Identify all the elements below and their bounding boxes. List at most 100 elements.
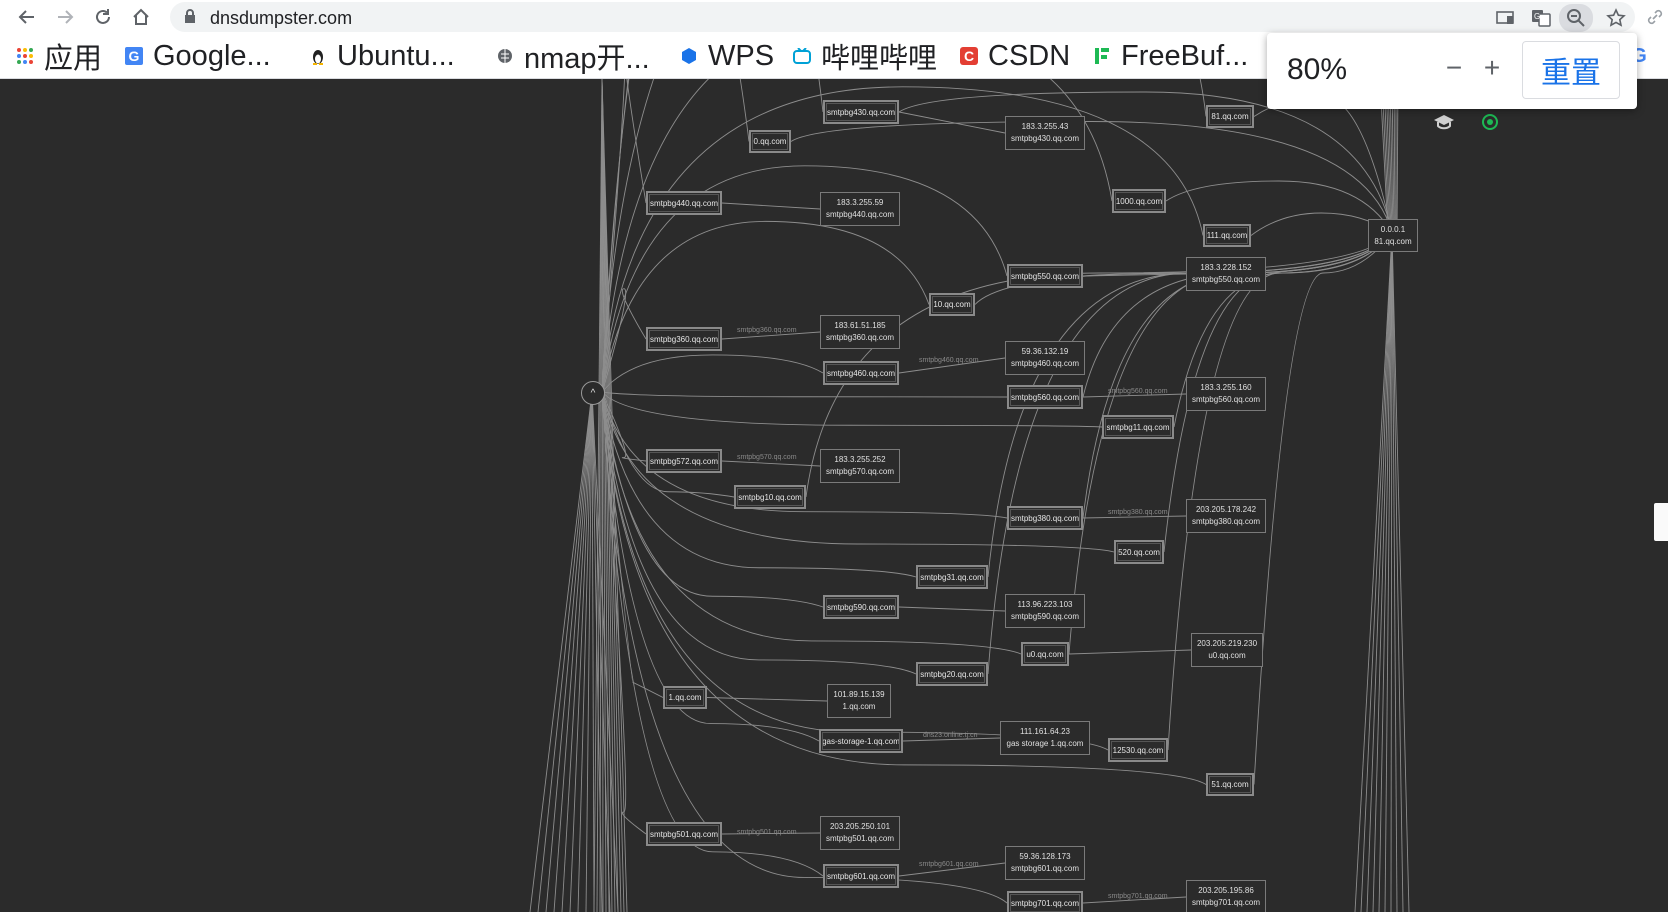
graph-root-node[interactable]: ^ (581, 381, 605, 405)
url-text[interactable]: dnsdumpster.com (210, 8, 353, 28)
bookmark-freebuf[interactable]: FreeBuf... (1093, 38, 1248, 74)
forward-arrow-icon[interactable] (52, 4, 78, 30)
ip-address: 183.3.255.252 (834, 455, 886, 464)
wps-icon (680, 47, 698, 65)
graph-host-node[interactable]: smtpbg550.qq.com (1007, 264, 1083, 288)
graph-host-node[interactable]: smtpbg31.qq.com (916, 565, 988, 589)
graph-host-node[interactable]: 1000.qq.com (1112, 189, 1166, 213)
zoom-level: 80% (1287, 53, 1348, 86)
graph-host-node[interactable]: 111.qq.com (1203, 224, 1251, 247)
graph-edge (1068, 232, 1393, 655)
graph-host-node[interactable]: smtpbg460.qq.com (823, 361, 899, 385)
graph-edge (1082, 393, 1187, 398)
graph-edge (601, 354, 824, 393)
address-bar[interactable]: dnsdumpster.com G (170, 2, 1635, 32)
bookmark-label: Google... (153, 39, 271, 72)
graph-host-node[interactable]: 10.qq.com (929, 293, 975, 316)
graph-host-node[interactable]: smtpbg430.qq.com (823, 100, 899, 124)
graph-edge (529, 391, 593, 912)
back-arrow-icon[interactable] (14, 4, 40, 30)
graph-host-node[interactable]: gas-storage-1.qq.com (819, 729, 903, 753)
edge-label: smtpbg380.qq.com (1108, 509, 1168, 516)
zoom-out-icon[interactable] (1559, 4, 1593, 32)
graph-host-node[interactable]: smtpbg20.qq.com (916, 662, 988, 686)
bilibili-tv-icon (793, 47, 811, 65)
graph-edge (1068, 649, 1192, 655)
bookmark-nmap[interactable]: nmap开... (496, 38, 650, 75)
bookmark-apps[interactable]: 应用 (16, 38, 102, 75)
graph-host-node[interactable]: smtpbg380.qq.com (1007, 506, 1083, 530)
graph-host-node[interactable]: 12530.qq.com (1108, 738, 1168, 762)
graph-edge (1253, 232, 1393, 785)
bookmark-ubuntu[interactable]: Ubuntu... (309, 38, 455, 74)
graph-host-node[interactable]: 1.qq.com (663, 686, 707, 709)
graph-host-node[interactable]: u0.qq.com (1021, 642, 1069, 666)
lock-icon[interactable] (184, 9, 196, 29)
home-icon[interactable] (128, 4, 154, 30)
graph-host-node[interactable]: 81.qq.com (1206, 105, 1254, 128)
graph-edge (790, 121, 1393, 234)
edge-label: smtpbg701.qq.com (1108, 893, 1168, 900)
graph-host-node[interactable]: smtpbg601.qq.com (823, 864, 899, 888)
zoom-reset-button[interactable]: 重置 (1522, 41, 1620, 99)
ip-hostname: 81.qq.com (1374, 236, 1412, 246)
graph-edge (601, 391, 735, 498)
graph-host-node[interactable]: smtpbg501.qq.com (646, 822, 722, 846)
side-scroll-tab[interactable] (1654, 503, 1668, 541)
graph-edge (601, 220, 930, 393)
graph-host-node[interactable]: 520.qq.com (1114, 540, 1164, 564)
graph-edge (1390, 232, 1393, 912)
graph-host-node[interactable]: 51.qq.com (1206, 773, 1254, 796)
graph-host-node[interactable]: smtpbg701.qq.com (1007, 891, 1083, 912)
ip-hostname: smtpbg550.qq.com (1191, 275, 1261, 284)
graph-edge (1082, 515, 1187, 519)
graph-host-node[interactable]: 0.qq.com (749, 130, 791, 153)
edge-label: smtpbg570.qq.com (737, 454, 797, 461)
graph-edge (537, 391, 593, 912)
green-target-icon[interactable] (1482, 114, 1498, 135)
translate-icon[interactable]: G (1528, 5, 1554, 31)
graduation-cap-icon[interactable] (1433, 114, 1455, 135)
graph-host-node[interactable]: smtpbg11.qq.com (1102, 415, 1174, 439)
graph-host-node[interactable]: smtpbg560.qq.com (1007, 385, 1083, 409)
bookmark-csdn[interactable]: C CSDN (960, 38, 1070, 74)
graph-edge (902, 737, 1001, 742)
graph-host-node[interactable]: smtpbg10.qq.com (734, 485, 806, 509)
graph-edge (591, 391, 595, 912)
zoom-plus-button[interactable]: + (1483, 52, 1501, 83)
graph-edge (601, 391, 647, 835)
svg-text:G: G (1534, 12, 1540, 21)
graph-host-node[interactable]: smtpbg590.qq.com (823, 595, 899, 619)
graph-edge (898, 357, 1006, 374)
extension-link-icon[interactable] (1642, 4, 1668, 30)
bookmark-google[interactable]: G Google... (125, 38, 271, 74)
graph-edge (1391, 232, 1404, 912)
edge-label: smtpbg501.qq.com (737, 829, 797, 836)
graph-host-node[interactable]: smtpbg440.qq.com (646, 191, 722, 215)
bookmark-bilibili[interactable]: 哔哩哔哩 (793, 38, 937, 75)
zoom-minus-button[interactable]: − (1445, 52, 1463, 83)
cast-icon[interactable] (1492, 5, 1518, 31)
reload-icon[interactable] (90, 4, 116, 30)
bookmark-star-icon[interactable] (1603, 5, 1629, 31)
graph-host-node[interactable]: smtpbg360.qq.com (646, 327, 722, 351)
graph-host-node[interactable]: smtpbg572.qq.com (646, 449, 722, 473)
ip-address: 203.205.195.86 (1198, 886, 1254, 895)
bookmark-wps[interactable]: WPS (680, 38, 774, 74)
